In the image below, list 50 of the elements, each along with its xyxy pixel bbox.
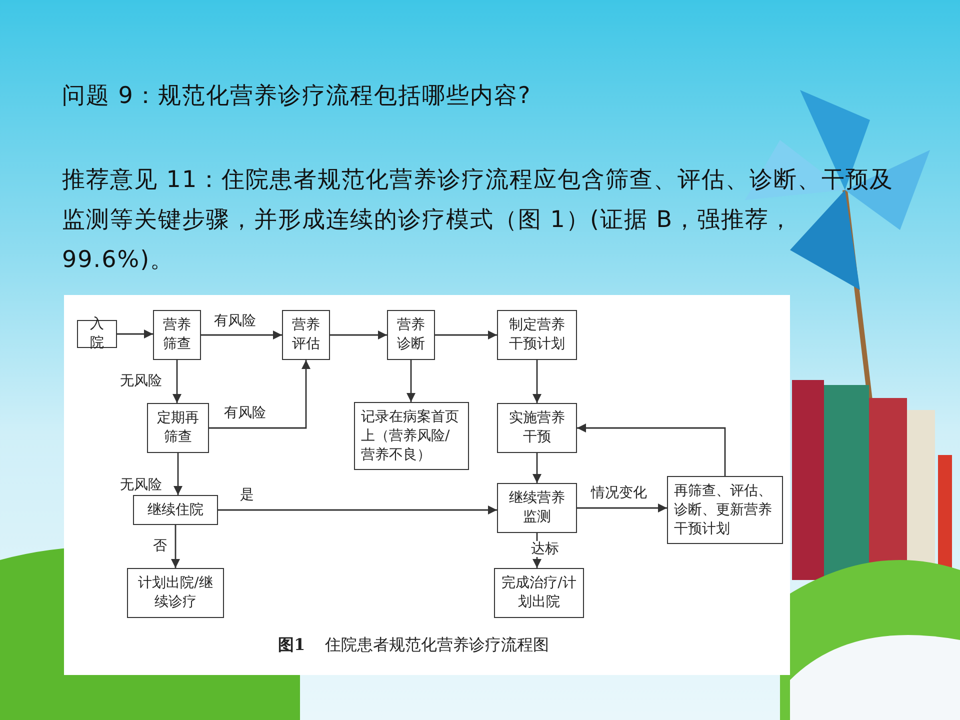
arrow [201, 330, 282, 340]
box-text: 入院 [89, 315, 105, 353]
figure-caption: 图1 住院患者规范化营养诊疗流程图 [278, 635, 550, 656]
process-box [667, 476, 783, 544]
box-text: 计划出院/继续诊疗 [137, 574, 214, 612]
edge-label: 是 [240, 487, 254, 503]
edge-label: 否 [153, 538, 167, 554]
box-text: 记录在病案首页上（营养风险/营养不良） [361, 408, 460, 464]
box-text: 完成治疗/计划出院 [501, 574, 577, 612]
box-text: 继续营养监测 [508, 489, 566, 527]
box-text: 定期再筛查 [156, 409, 200, 447]
arrow [330, 330, 387, 340]
arrow [577, 504, 667, 512]
process-box [387, 310, 435, 360]
edge-label: 有风险 [224, 405, 266, 421]
process-box [354, 402, 469, 470]
process-box [133, 495, 218, 525]
box-text: 营养评估 [291, 316, 321, 354]
process-box [497, 403, 577, 453]
recommendation-text: 推荐意见 11：住院患者规范化营养诊疗流程应包含筛查、评估、诊断、干预及监测等关键步骤，并形成连续的诊疗模式（图 1）(证据 B，强推荐，99.6%)。 [62, 166, 895, 275]
process-box [147, 403, 209, 453]
edge-label: 无风险 [120, 477, 162, 493]
box-text: 实施营养干预 [508, 409, 566, 447]
box-text: 营养筛查 [162, 316, 192, 354]
box-text: 继续住院 [148, 500, 204, 520]
process-box [494, 568, 584, 618]
process-box [282, 310, 330, 360]
box-text: 再筛查、评估、诊断、更新营养干预计划 [674, 482, 773, 538]
edge-label: 有风险 [214, 313, 256, 329]
process-box [497, 310, 577, 360]
edge-label: 达标 [531, 541, 559, 557]
arrow [171, 525, 180, 568]
arrow [172, 360, 182, 403]
arrow [209, 360, 310, 429]
arrow [117, 330, 153, 338]
arrow [532, 453, 542, 483]
arrow [577, 424, 726, 476]
edge-label: 情况变化 [591, 485, 647, 501]
box-text: 制定营养干预计划 [508, 316, 566, 354]
arrow [218, 506, 497, 514]
question-heading: 问题 9：规范化营养诊疗流程包括哪些内容? [62, 82, 532, 111]
process-box [127, 568, 224, 618]
arrow [406, 360, 416, 402]
box-text: 营养诊断 [396, 316, 426, 354]
arrow [435, 330, 497, 340]
process-box [153, 310, 201, 360]
edge-label: 无风险 [120, 373, 162, 389]
process-box [497, 483, 577, 533]
arrow [532, 360, 542, 403]
arrow [174, 453, 182, 495]
